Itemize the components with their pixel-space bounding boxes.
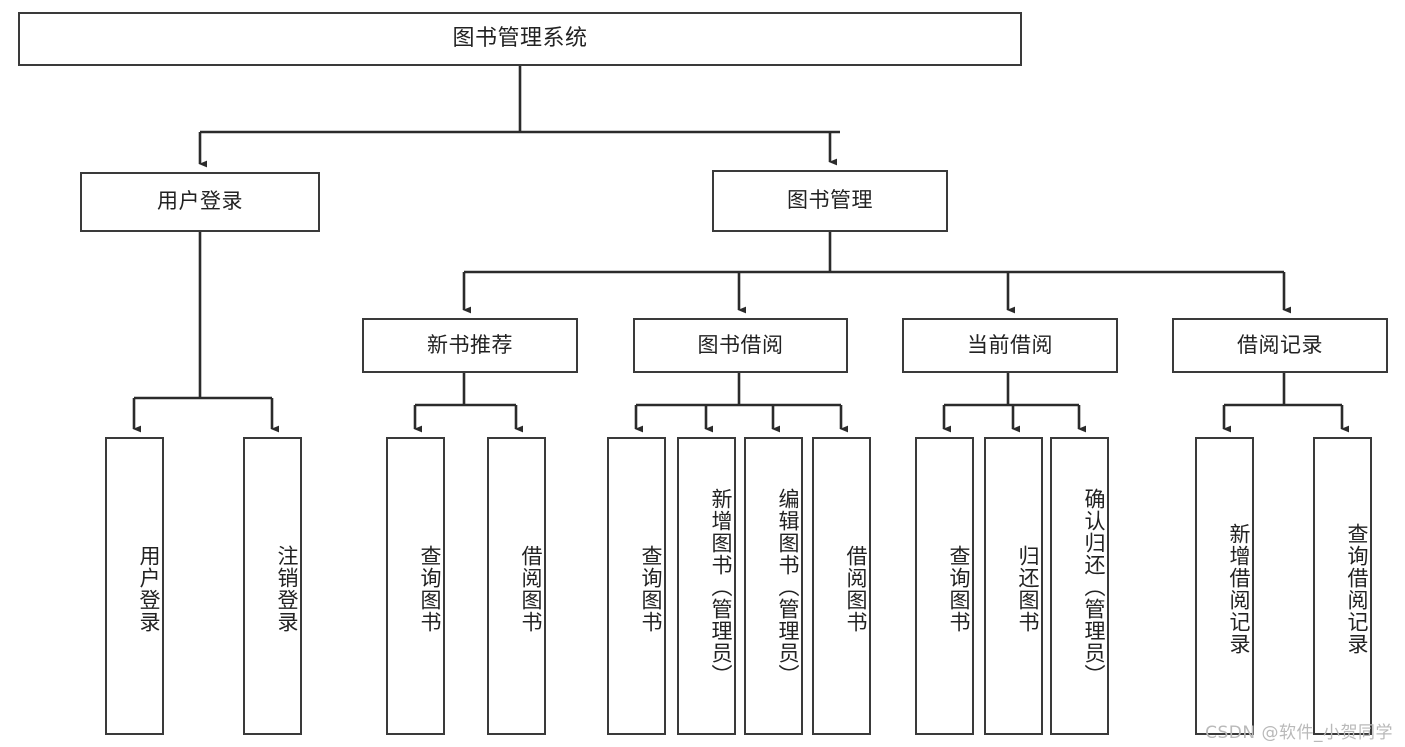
node-leaf-borrow-book-recommend-label: 借阅图书 [519, 545, 543, 633]
node-leaf-return-book-label: 归还图书 [1016, 545, 1040, 633]
node-current-borrow-label: 当前借阅 [967, 332, 1053, 357]
node-book-borrow-label: 图书借阅 [697, 332, 784, 357]
node-leaf-logout-login[interactable]: 注销登录 [243, 437, 302, 735]
node-leaf-borrow-book-borrow-label: 借阅图书 [844, 545, 868, 633]
csdn-watermark: CSDN @软件_小贺同学 [1205, 723, 1393, 743]
node-leaf-user-login[interactable]: 用户登录 [105, 437, 164, 735]
node-leaf-confirm-return-admin-label: 确认归还（管理员） [1082, 488, 1106, 686]
node-leaf-query-book-borrow[interactable]: 查询图书 [607, 437, 666, 735]
node-leaf-user-login-label: 用户登录 [137, 545, 161, 633]
node-leaf-query-book-recommend[interactable]: 查询图书 [386, 437, 445, 735]
node-current-borrow[interactable]: 当前借阅 [902, 318, 1118, 373]
node-leaf-borrow-book-recommend[interactable]: 借阅图书 [487, 437, 546, 735]
node-book-manage[interactable]: 图书管理 [712, 170, 948, 232]
node-leaf-logout-login-label: 注销登录 [275, 545, 299, 633]
node-leaf-add-book-admin-label: 新增图书（管理员） [709, 488, 733, 686]
node-leaf-edit-book-admin[interactable]: 编辑图书（管理员） [744, 437, 803, 735]
node-leaf-add-book-admin[interactable]: 新增图书（管理员） [677, 437, 736, 735]
node-book-manage-label: 图书管理 [787, 188, 873, 213]
node-leaf-confirm-return-admin[interactable]: 确认归还（管理员） [1050, 437, 1109, 735]
node-leaf-query-book-borrow-label: 查询图书 [639, 545, 663, 633]
node-root-system[interactable]: 图书管理系统 [18, 12, 1022, 66]
node-user-login[interactable]: 用户登录 [80, 172, 320, 232]
node-leaf-add-borrow-record[interactable]: 新增借阅记录 [1195, 437, 1254, 735]
node-leaf-query-book-current[interactable]: 查询图书 [915, 437, 974, 735]
node-borrow-record[interactable]: 借阅记录 [1172, 318, 1388, 373]
node-leaf-add-borrow-record-label: 新增借阅记录 [1227, 523, 1251, 655]
node-leaf-borrow-book-borrow[interactable]: 借阅图书 [812, 437, 871, 735]
node-leaf-query-book-current-label: 查询图书 [947, 545, 971, 633]
node-leaf-query-borrow-record-label: 查询借阅记录 [1345, 523, 1369, 655]
node-leaf-edit-book-admin-label: 编辑图书（管理员） [776, 488, 800, 686]
node-user-login-label: 用户登录 [157, 189, 243, 214]
node-leaf-query-borrow-record[interactable]: 查询借阅记录 [1313, 437, 1372, 735]
node-leaf-query-book-recommend-label: 查询图书 [418, 545, 442, 633]
node-root-label: 图书管理系统 [452, 25, 588, 51]
node-borrow-record-label: 借阅记录 [1237, 332, 1323, 357]
node-book-borrow[interactable]: 图书借阅 [633, 318, 848, 373]
node-new-book-recommend[interactable]: 新书推荐 [362, 318, 578, 373]
node-leaf-return-book[interactable]: 归还图书 [984, 437, 1043, 735]
node-new-book-recommend-label: 新书推荐 [427, 332, 513, 357]
